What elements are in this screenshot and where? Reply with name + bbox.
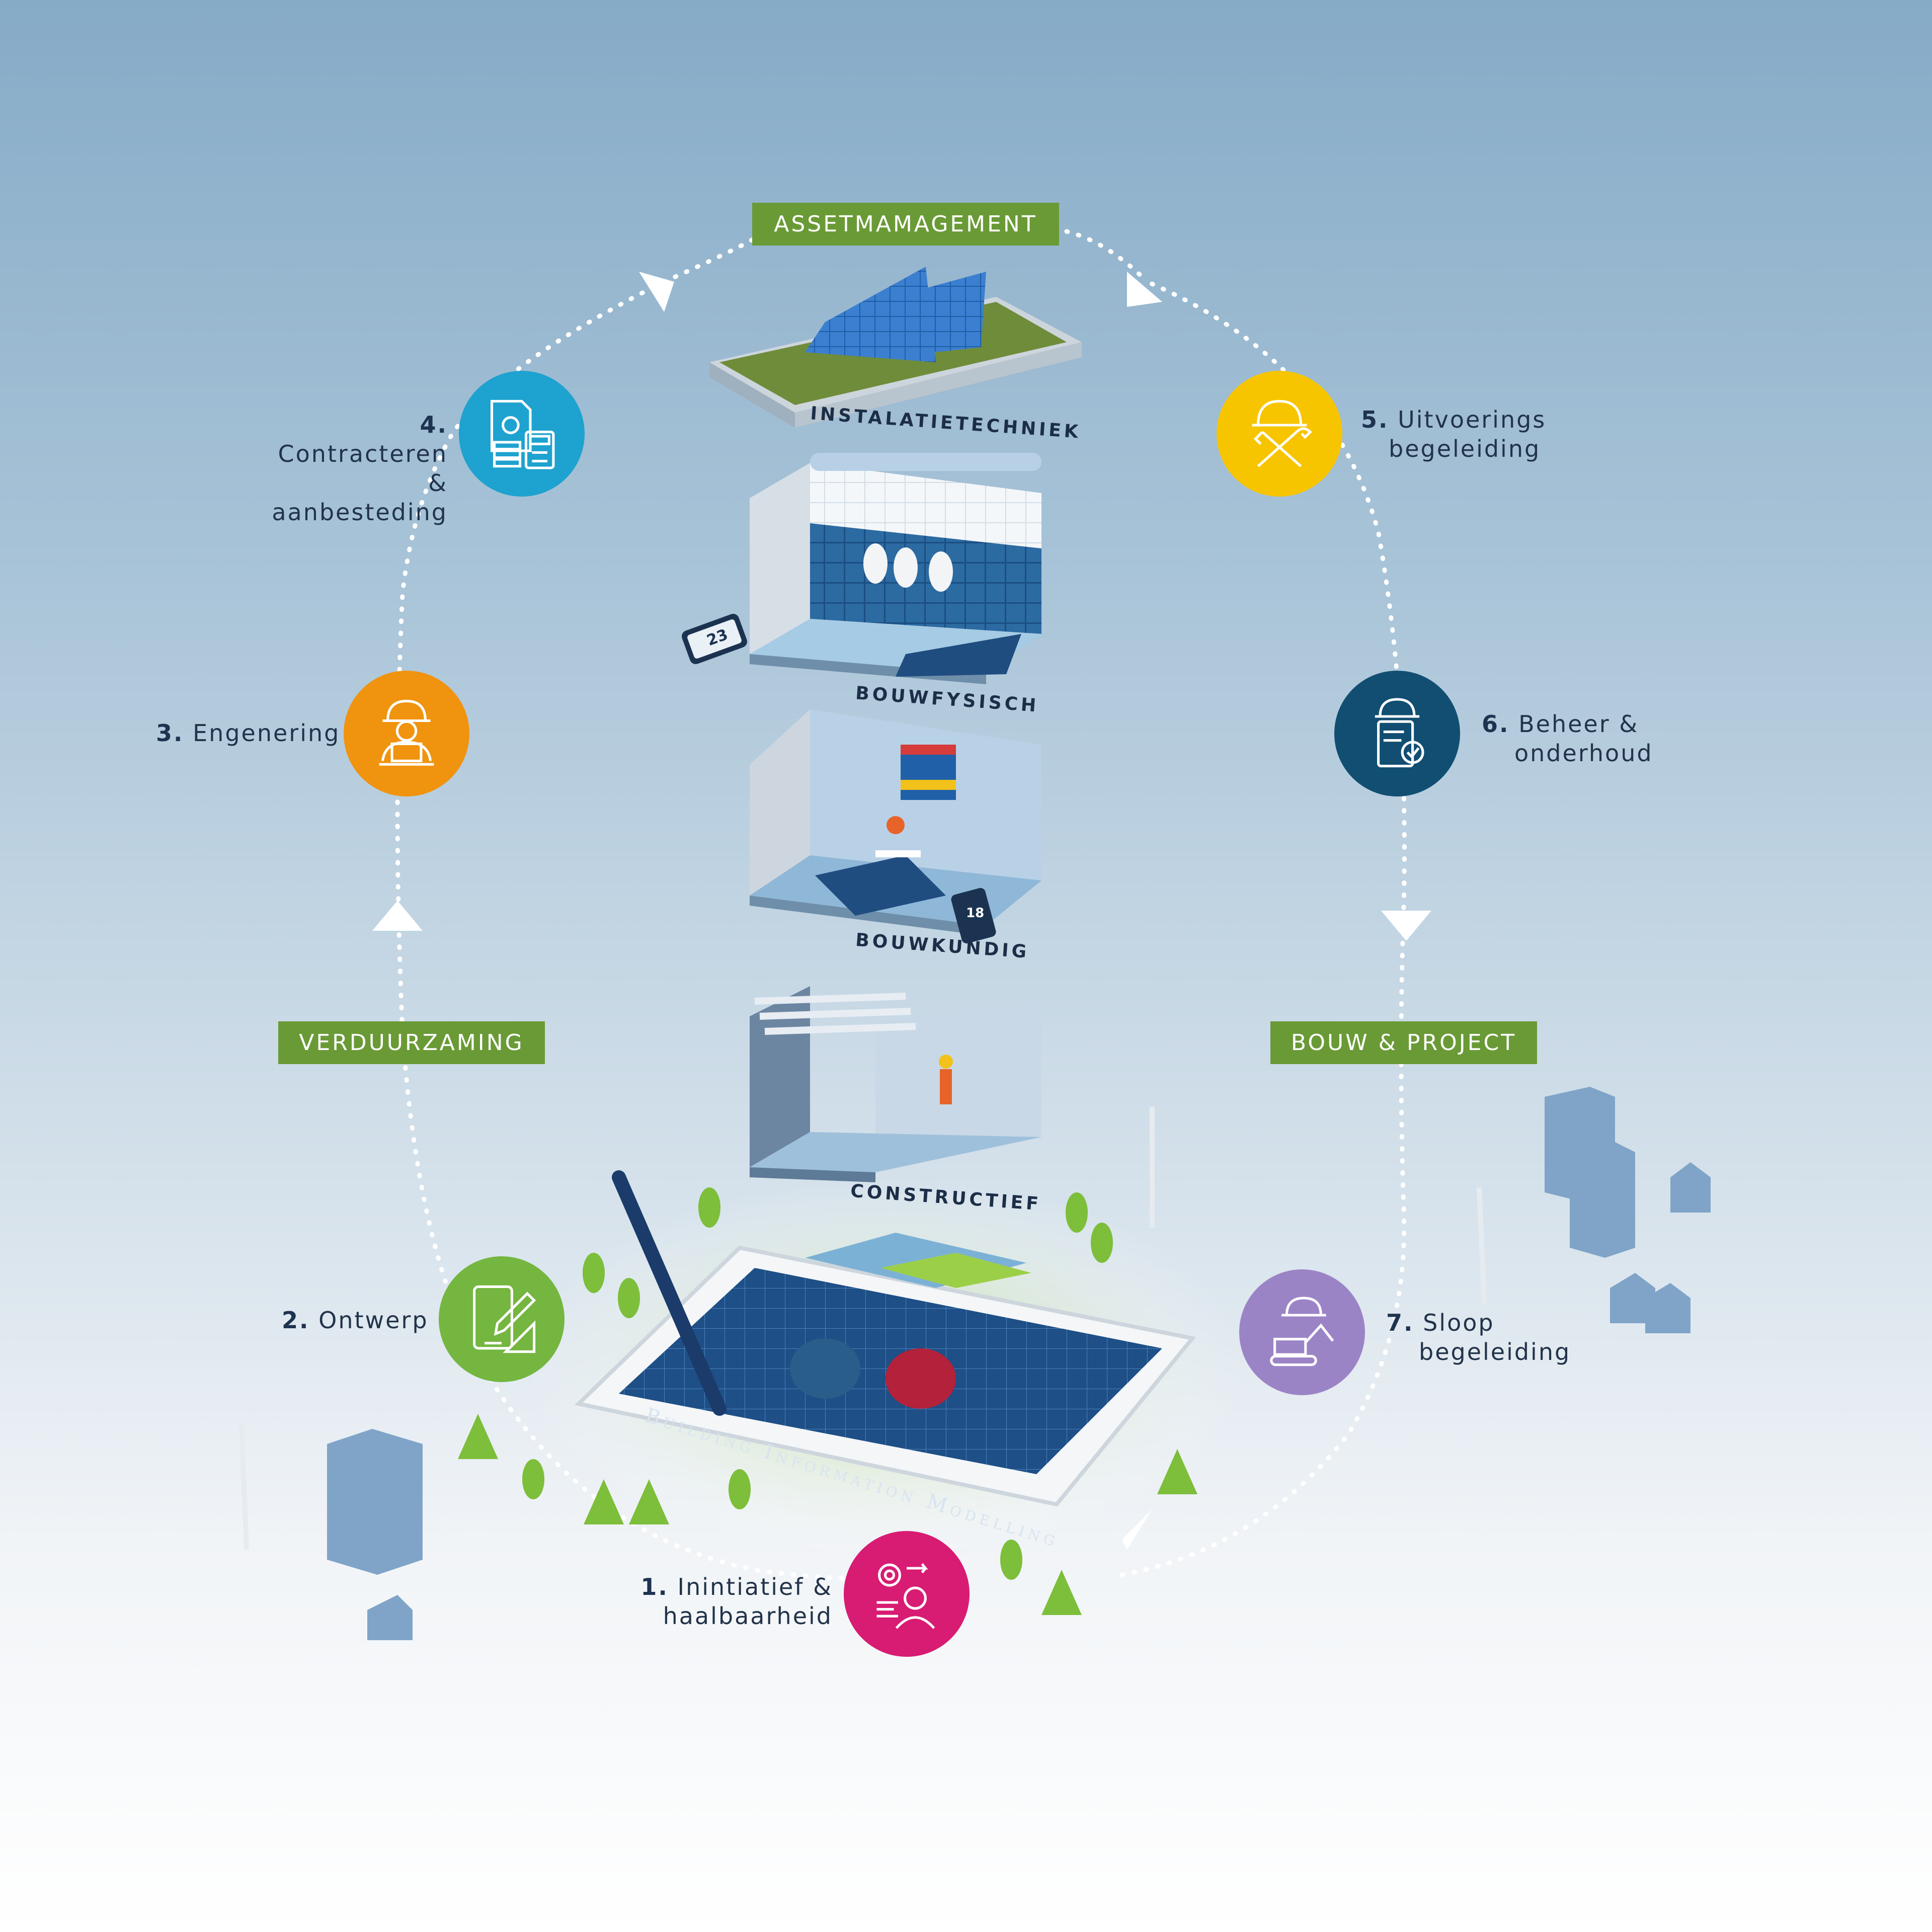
banner-assetmanagement: ASSETMAMAGEMENT <box>752 203 1059 246</box>
helmet-checklist-icon <box>1375 698 1424 768</box>
engineer-laptop-icon <box>379 699 434 766</box>
tablet <box>574 1170 1196 1507</box>
gear-person-icon <box>876 1563 935 1629</box>
step-3-circle[interactable] <box>344 671 469 796</box>
helmet-excavator-icon <box>1270 1297 1334 1366</box>
phone-readout-lower: 18 <box>966 906 985 921</box>
roof-layer <box>709 267 1082 428</box>
bouwfysisch-layer <box>750 709 1041 944</box>
step-3-label: 3. Engenering <box>156 719 341 747</box>
step-4-circle[interactable] <box>459 371 585 497</box>
bouwkundig-layer <box>750 986 1041 1182</box>
cycle-arrowheads <box>372 272 1431 1550</box>
step-2-label: 2. Ontwerp <box>282 1307 429 1334</box>
landscape <box>239 1087 1711 1640</box>
step-4-label: 4. Contracteren& aanbesteding <box>272 411 448 526</box>
banner-bouw-project: BOUW & PROJECT <box>1270 1021 1537 1064</box>
contract-calculator-icon <box>490 399 555 469</box>
step-2-circle[interactable] <box>439 1256 565 1382</box>
installatie-layer <box>682 453 1041 684</box>
step-7-circle[interactable] <box>1239 1269 1365 1395</box>
step-1-circle[interactable] <box>844 1531 970 1657</box>
step-6-circle[interactable] <box>1334 671 1460 796</box>
step-1-label: 1. Inintiatief &haalbaarheid <box>640 1573 833 1630</box>
step-5-circle[interactable] <box>1217 371 1342 497</box>
banner-verduurzaming: VERDUURZAMING <box>278 1021 545 1064</box>
step-6-label: 6. Beheer &onderhoud <box>1482 710 1653 767</box>
tablet-ruler-pencil-icon <box>473 1285 536 1353</box>
helmet-tools-icon <box>1252 399 1312 467</box>
